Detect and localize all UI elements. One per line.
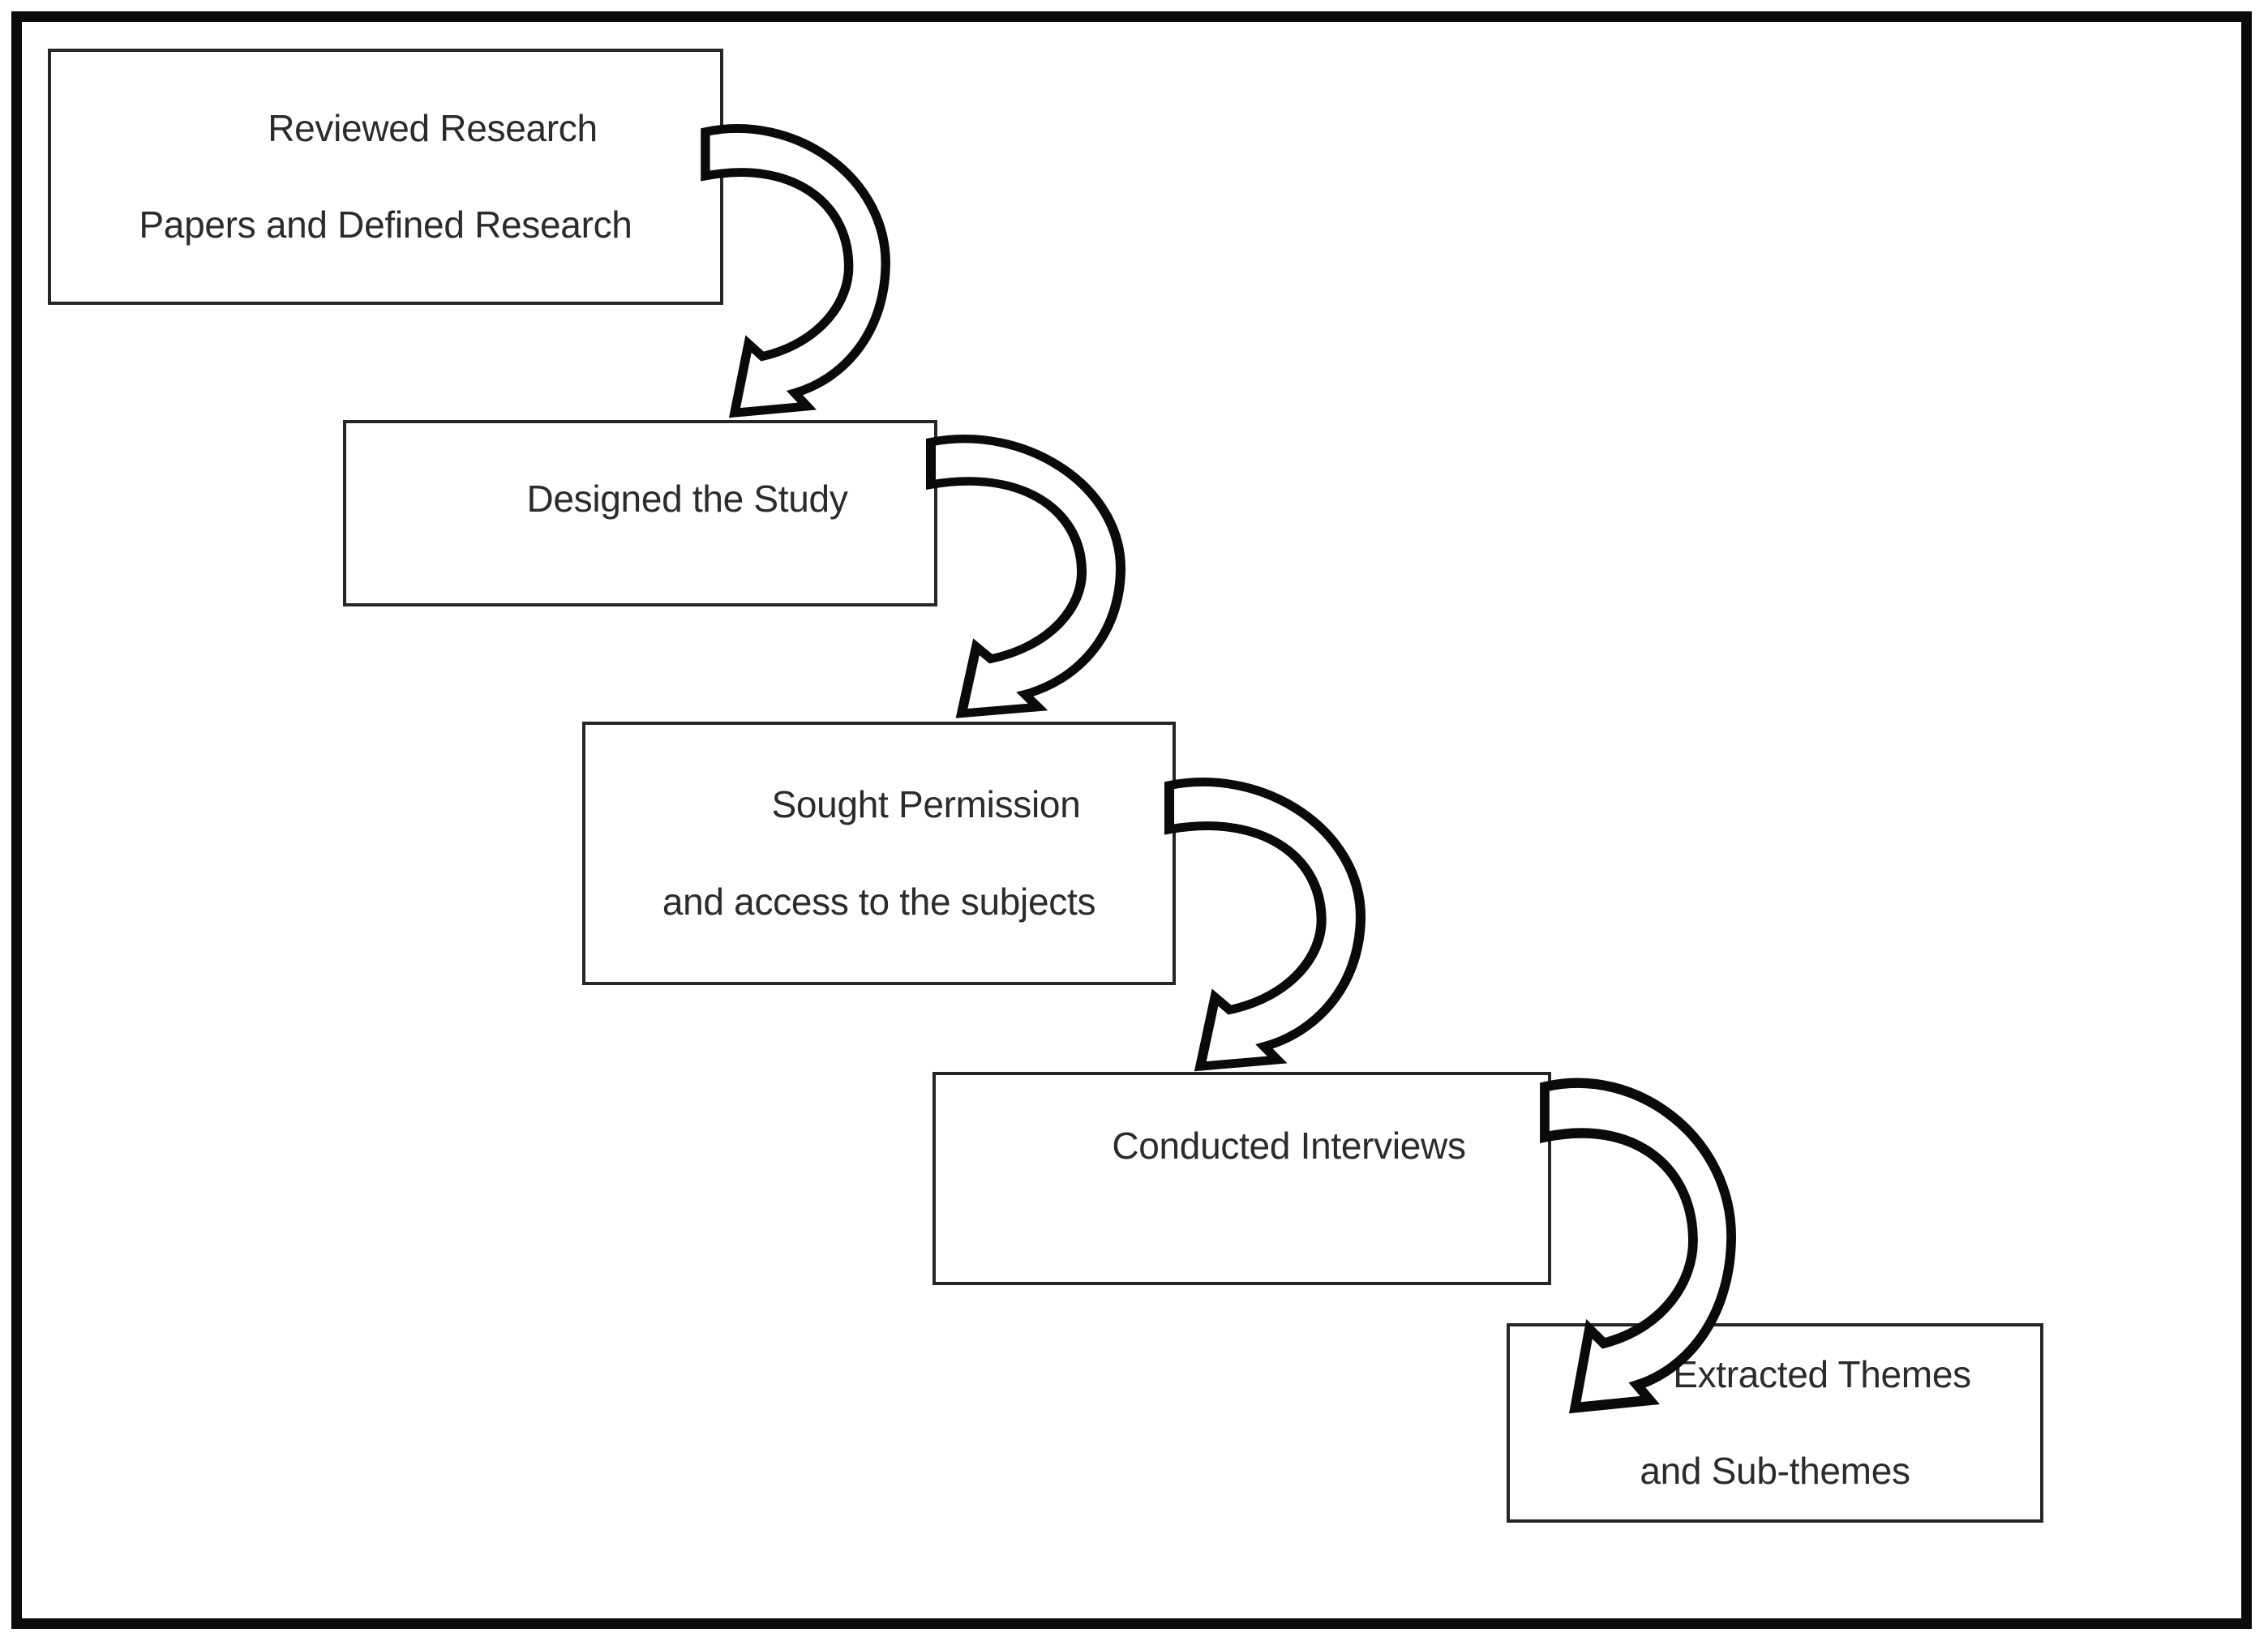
curved-arrow-icon	[705, 129, 885, 414]
step-label-line: Extracted Themes	[1673, 1352, 1971, 1395]
step-label-line: Sought Permission	[771, 783, 1081, 826]
curved-arrow-icon	[1169, 782, 1361, 1067]
step-label-line: and Sub-themes	[1640, 1450, 1910, 1492]
curved-arrow-icon	[931, 439, 1121, 714]
step-label-line: Papers and Defined Research	[139, 204, 632, 246]
curved-arrow-connector-1	[704, 122, 889, 430]
figure-border-frame	[11, 11, 2252, 1629]
curved-arrow-connector-4	[1543, 1075, 1734, 1427]
step-box-extracted-themes: Extracted Themes and Sub-themes	[1507, 1323, 2043, 1523]
curved-arrow-connector-2	[929, 432, 1124, 730]
step-label-line: Conducted Interviews	[1112, 1125, 1466, 1167]
step-box-designed-study: Designed the Study	[343, 420, 937, 606]
step-label-line: and access to the subjects	[662, 880, 1096, 923]
step-box-sought-permission: Sought Permission and access to the subj…	[582, 722, 1176, 985]
step-label-line: Designed the Study	[526, 478, 848, 520]
step-label-line: Reviewed Research	[268, 106, 598, 149]
curved-arrow-connector-3	[1168, 775, 1364, 1083]
step-box-reviewed-research: Reviewed Research Papers and Defined Res…	[48, 49, 723, 305]
curved-arrow-icon	[1545, 1083, 1731, 1408]
step-box-conducted-interviews: Conducted Interviews	[932, 1072, 1551, 1285]
